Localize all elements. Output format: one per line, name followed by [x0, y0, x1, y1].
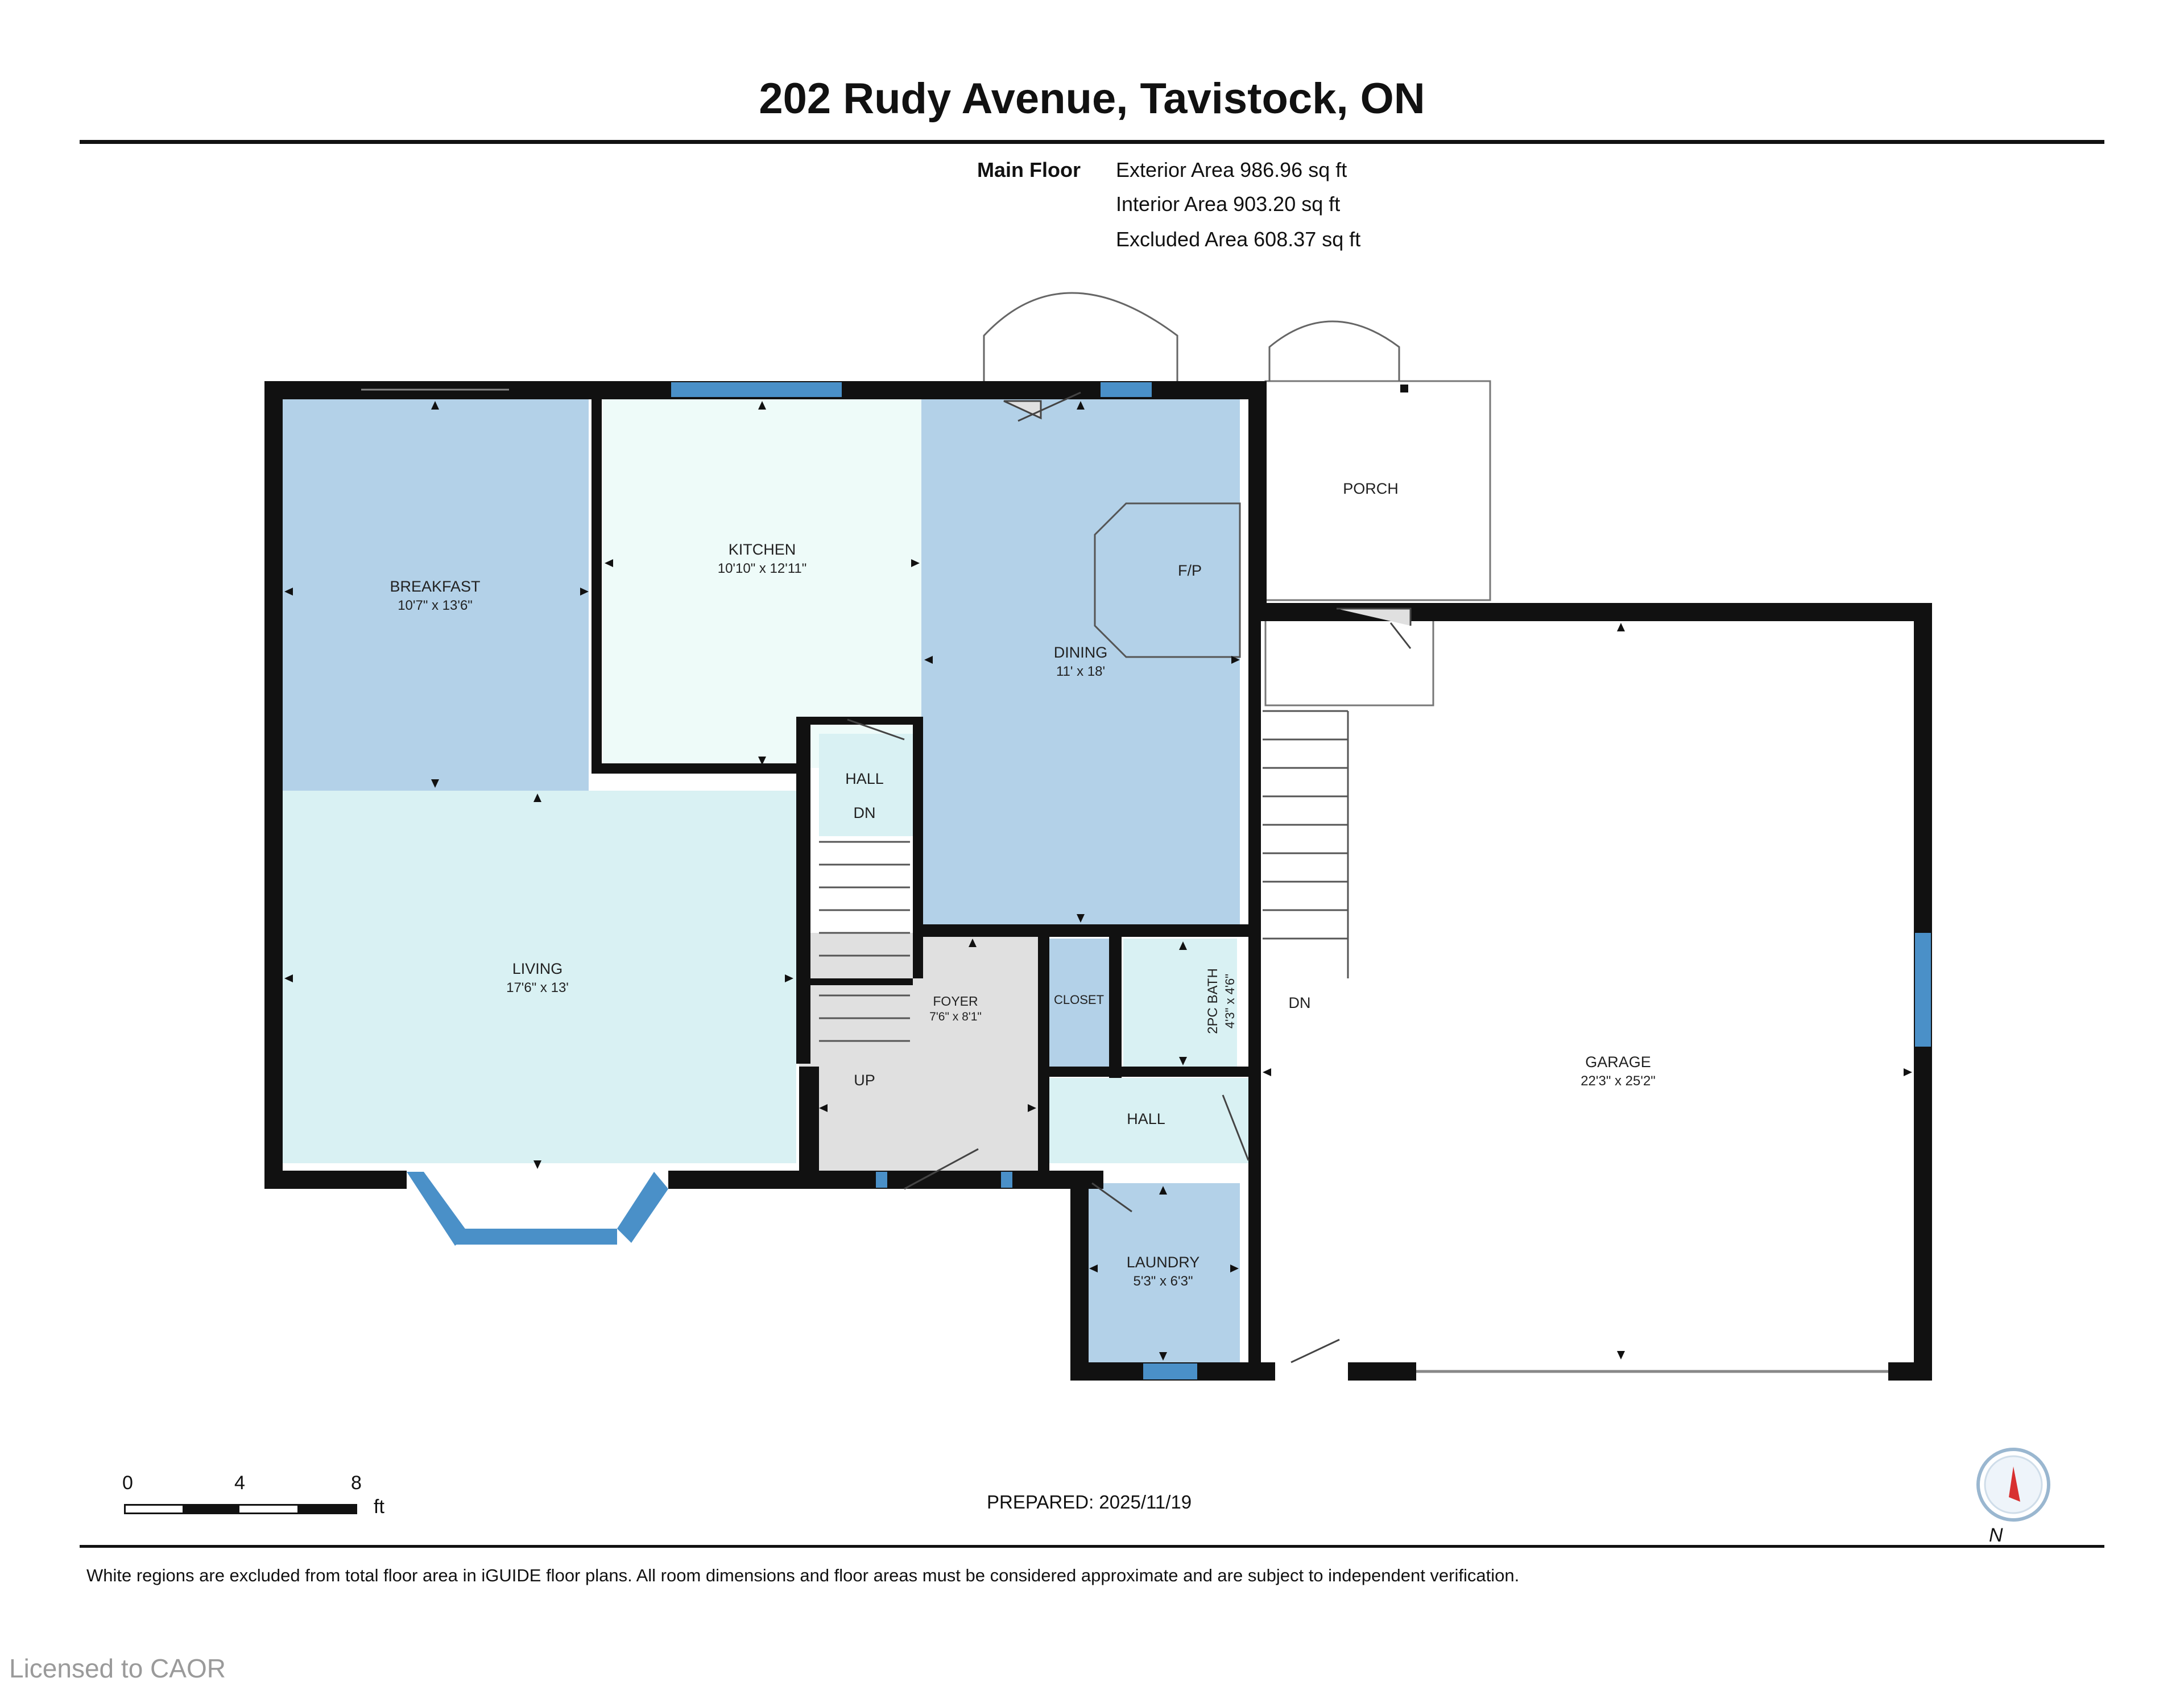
bath-label: 2PC BATH [1205, 968, 1221, 1034]
fireplace-outline [1094, 502, 1241, 658]
bath-dims: 4'3" x 4'6" [1223, 974, 1237, 1028]
dining-label: DINING [1054, 644, 1108, 661]
breakfast-room [282, 398, 589, 791]
closet-label: CLOSET [1054, 993, 1104, 1007]
upper-hall-label: HALL [845, 770, 884, 787]
disclaimer-text: White regions are excluded from total fl… [86, 1565, 1520, 1585]
porch-label: PORCH [1343, 480, 1399, 497]
scale-tick-4: 4 [234, 1472, 245, 1494]
breakfast-label: BREAKFAST [390, 578, 480, 595]
laundry-room [1086, 1183, 1240, 1362]
compass-north-label: N [1989, 1524, 2003, 1546]
floor-label: Main Floor [977, 158, 1081, 181]
living-dims: 17'6" x 13' [506, 980, 569, 995]
foyer-dims: 7'6" x 8'1" [929, 1010, 982, 1023]
dining-room [921, 398, 1240, 927]
dining-dims: 11' x 18' [1056, 664, 1105, 679]
living-room [282, 791, 796, 1163]
prepared-date: PREPARED: 2025/11/19 [987, 1491, 1192, 1513]
title-divider [80, 140, 2104, 144]
garage-label: GARAGE [1585, 1053, 1651, 1071]
garage-stair-dn-label: DN [1289, 994, 1311, 1011]
garage-entry-landing [1264, 619, 1434, 706]
door-swings [847, 391, 1412, 1363]
excluded-area: Excluded Area 608.37 sq ft [1116, 228, 1361, 251]
exterior-area: Exterior Area 986.96 sq ft [1116, 158, 1347, 181]
stair-dn-label: DN [854, 804, 876, 821]
fireplace-label: F/P [1178, 562, 1202, 579]
dining-bay-outline [983, 292, 1178, 381]
stair-treads [819, 710, 1349, 1042]
scale-unit: ft [374, 1496, 384, 1518]
bath-room [1123, 939, 1237, 1067]
dimension-markers [284, 401, 1912, 1361]
lower-hall-label: HALL [1127, 1110, 1165, 1127]
laundry-label: LAUNDRY [1127, 1254, 1200, 1271]
interior-area: Interior Area 903.20 sq ft [1116, 192, 1341, 216]
scale-tick-8: 8 [351, 1472, 362, 1494]
closet-room [1049, 939, 1109, 1067]
garage-dims: 22'3" x 25'2" [1581, 1073, 1656, 1089]
foyer-lower [819, 1067, 913, 1169]
living-label: LIVING [512, 960, 563, 977]
license-watermark: Licensed to CAOR [9, 1654, 226, 1683]
stair-up-label: UP [854, 1072, 875, 1089]
kitchen-room [603, 398, 921, 768]
laundry-dims: 5'3" x 6'3" [1134, 1274, 1193, 1289]
windows [407, 382, 1931, 1379]
kitchen-dims: 10'10" x 12'11" [718, 561, 807, 576]
lower-hall-room [1049, 1078, 1251, 1163]
porch-post [1400, 385, 1408, 392]
plan-title: 202 Rudy Avenue, Tavistock, ON [759, 75, 1425, 123]
breakfast-dims: 10'7" x 13'6" [398, 598, 473, 613]
upper-hall-area [819, 734, 913, 848]
kitchen-label: KITCHEN [729, 541, 796, 558]
footer-divider [80, 1545, 2104, 1548]
scale-bar [124, 1504, 357, 1514]
foyer-label: FOYER [933, 994, 978, 1009]
compass-icon [1974, 1445, 2053, 1524]
porch-arch-outline [1268, 320, 1400, 381]
scale-tick-0: 0 [122, 1472, 133, 1494]
